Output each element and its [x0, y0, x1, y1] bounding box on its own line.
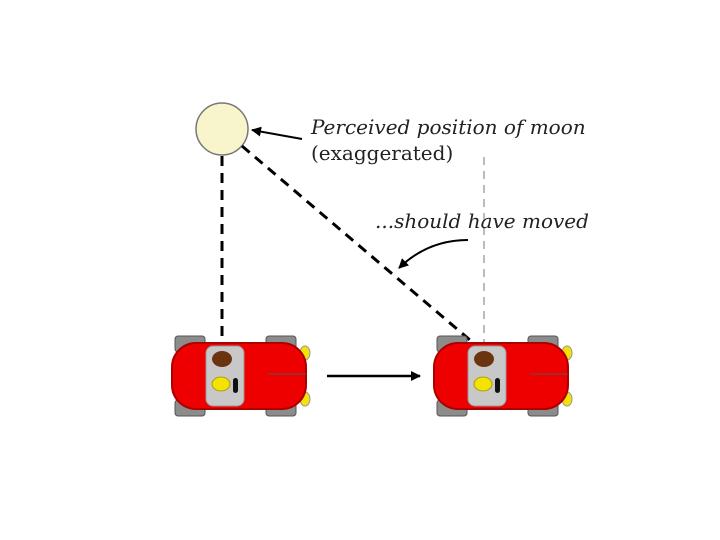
car-right — [433, 335, 573, 417]
arrow-to-moon — [251, 126, 303, 140]
moon-circle-icon — [195, 102, 249, 156]
sightline-car2-perceived — [241, 144, 485, 354]
should-have-moved-label: ...should have moved — [375, 209, 589, 233]
arrow-should-have-moved — [398, 239, 469, 269]
car-left — [171, 335, 311, 417]
exaggerated-label: (exaggerated) — [311, 141, 453, 165]
perceived-position-label: Perceived position of moon — [310, 115, 586, 139]
